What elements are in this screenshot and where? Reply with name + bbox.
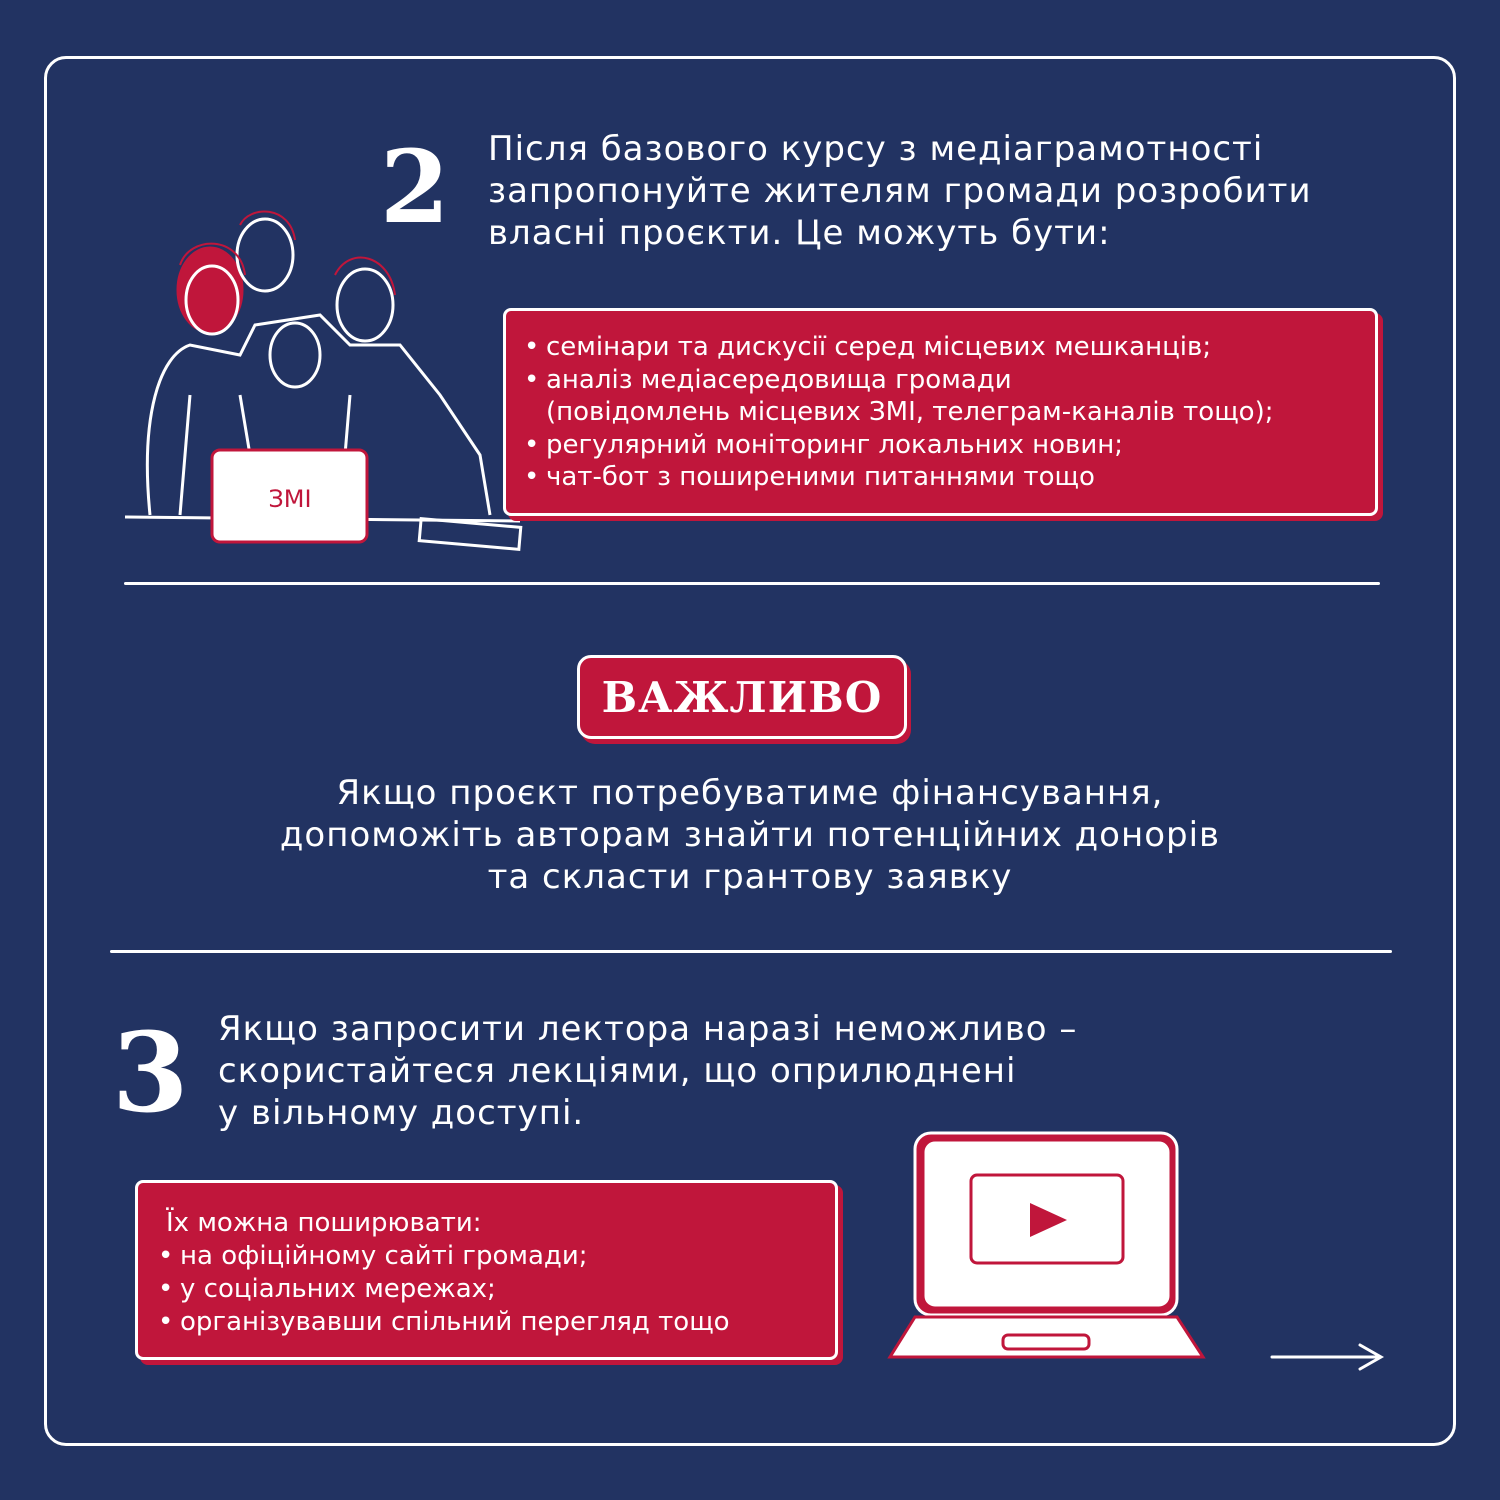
text-line: Якщо проєкт потребуватиме фінансування, xyxy=(336,773,1164,813)
list-item: семінари та дискусії серед місцевих мешк… xyxy=(524,331,1357,364)
list-item: аналіз медіасередовища громади xyxy=(524,364,1357,397)
text-line: допоможіть авторам знайти потенційних до… xyxy=(279,815,1221,855)
heading-line: скористайтеся лекціями, що оприлюднені xyxy=(218,1051,1017,1091)
people-illustration: ЗМІ xyxy=(124,210,523,551)
list-item: у соціальних мережах; xyxy=(158,1273,815,1306)
text-line: та скласти грантову заявку xyxy=(487,857,1013,897)
step2-heading: Після базового курсу з медіаграмотності … xyxy=(488,128,1312,254)
step-number-2: 2 xyxy=(380,128,450,246)
heading-line: у вільному доступі. xyxy=(218,1093,585,1133)
laptop-label: ЗМІ xyxy=(268,485,311,513)
heading-line: Якщо запросити лектора наразі неможливо … xyxy=(218,1009,1078,1049)
list-item-continued: (повідомлень місцевих ЗМІ, телеграм-кана… xyxy=(546,397,1274,427)
step3-heading: Якщо запросити лектора наразі неможливо … xyxy=(218,1008,1077,1134)
important-text: Якщо проєкт потребуватиме фінансування, … xyxy=(150,772,1350,898)
step-number-3: 3 xyxy=(112,1008,189,1137)
important-badge: ВАЖЛИВО xyxy=(577,655,907,739)
list-item: чат-бот з поширеними питаннями тощо xyxy=(524,461,1357,494)
project-ideas-box: семінари та дискусії серед місцевих мешк… xyxy=(503,308,1378,516)
next-arrow-icon[interactable] xyxy=(1268,1340,1388,1374)
box-intro: Їх можна поширювати: xyxy=(166,1208,482,1238)
heading-line: запропонуйте жителям громади розробити xyxy=(488,171,1312,211)
sharing-options-box: Їх можна поширювати: на офіційному сайті… xyxy=(135,1180,838,1360)
divider xyxy=(124,582,1380,585)
play-icon xyxy=(1030,1203,1067,1237)
page-frame xyxy=(44,56,1456,1446)
list-item: регулярний моніторинг локальних новин; xyxy=(524,429,1357,462)
heading-line: Після базового курсу з медіаграмотності xyxy=(488,129,1264,169)
divider xyxy=(110,950,1392,953)
laptop-video-icon xyxy=(887,1131,1206,1359)
list-item: організувавши спільний перегляд тощо xyxy=(158,1306,815,1339)
heading-line: власні проєкти. Це можуть бути: xyxy=(488,213,1111,253)
list-item: на офіційному сайті громади; xyxy=(158,1240,815,1273)
